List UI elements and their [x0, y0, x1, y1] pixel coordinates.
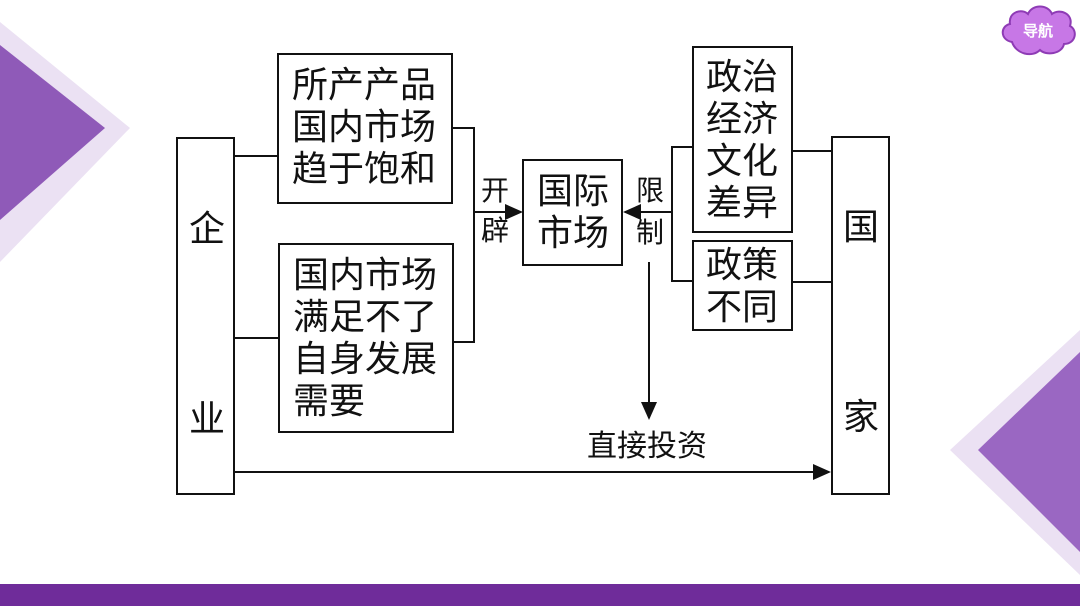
diff-top-box — [692, 46, 793, 233]
diff-top-line-4: 差异 — [706, 183, 779, 224]
market-line-2: 市场 — [537, 213, 610, 254]
limit-label-1: 限 — [636, 174, 665, 207]
reason-top-line-1: 所产产品 — [292, 65, 437, 106]
bracket-reasons — [452, 127, 475, 343]
reason-bottom-line-4: 需要 — [293, 381, 366, 422]
market-line-1: 国际 — [537, 171, 610, 212]
market-box — [522, 159, 623, 266]
left-triangle-dark — [0, 45, 105, 220]
bracket-diffs — [671, 146, 693, 282]
diff-top-line-2: 经济 — [706, 99, 779, 140]
country-char-1: 国 — [843, 207, 880, 248]
cloud-icon — [1001, 5, 1076, 56]
bottom-bar — [0, 584, 1080, 606]
enterprise-char-1: 企 — [189, 209, 226, 250]
diff-bottom-line-1: 政策 — [706, 245, 779, 286]
country-box — [831, 136, 890, 495]
reason-top-line-3: 趋于饱和 — [292, 149, 437, 190]
enterprise-char-2: 业 — [189, 399, 226, 440]
open-label-2: 辟 — [481, 214, 510, 247]
nav-button[interactable]: 导航 — [998, 2, 1078, 58]
nav-label: 导航 — [1022, 21, 1053, 40]
diff-bottom-line-2: 不同 — [706, 287, 779, 328]
country-char-2: 家 — [843, 397, 880, 438]
diff-top-line-3: 文化 — [706, 141, 779, 182]
reason-bottom-line-2: 满足不了 — [293, 297, 438, 338]
reason-top-line-2: 国内市场 — [292, 107, 437, 148]
diff-top-line-1: 政治 — [706, 57, 779, 98]
direct-investment-label: 直接投资 — [587, 429, 707, 464]
open-label-1: 开 — [481, 174, 510, 207]
reason-top-box — [277, 53, 453, 204]
diff-bottom-box — [692, 240, 793, 331]
right-triangle-dark — [978, 352, 1080, 552]
limit-label-2: 制 — [636, 216, 665, 249]
reason-bottom-line-1: 国内市场 — [293, 255, 438, 296]
enterprise-box — [176, 137, 235, 495]
reason-bottom-line-3: 自身发展 — [293, 339, 438, 380]
